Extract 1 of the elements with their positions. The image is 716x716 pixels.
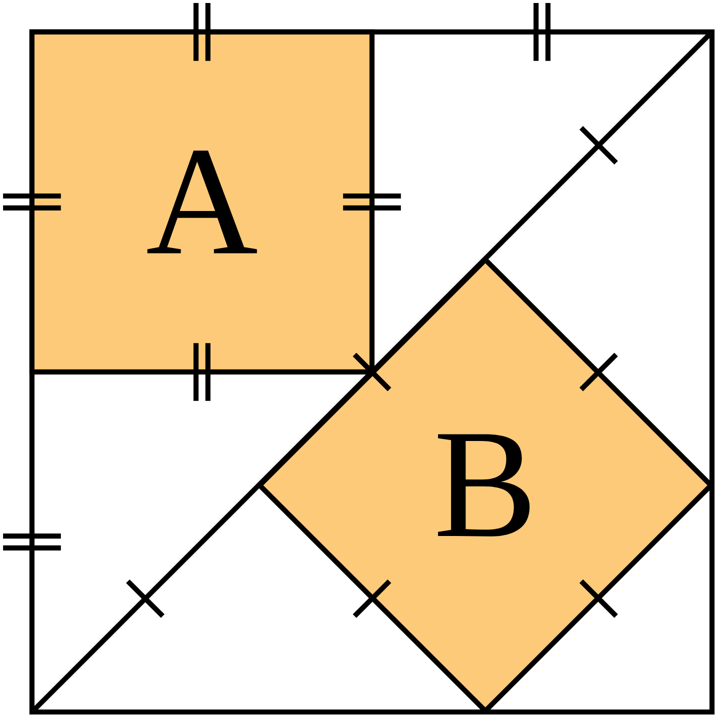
square: A xyxy=(29,29,375,375)
